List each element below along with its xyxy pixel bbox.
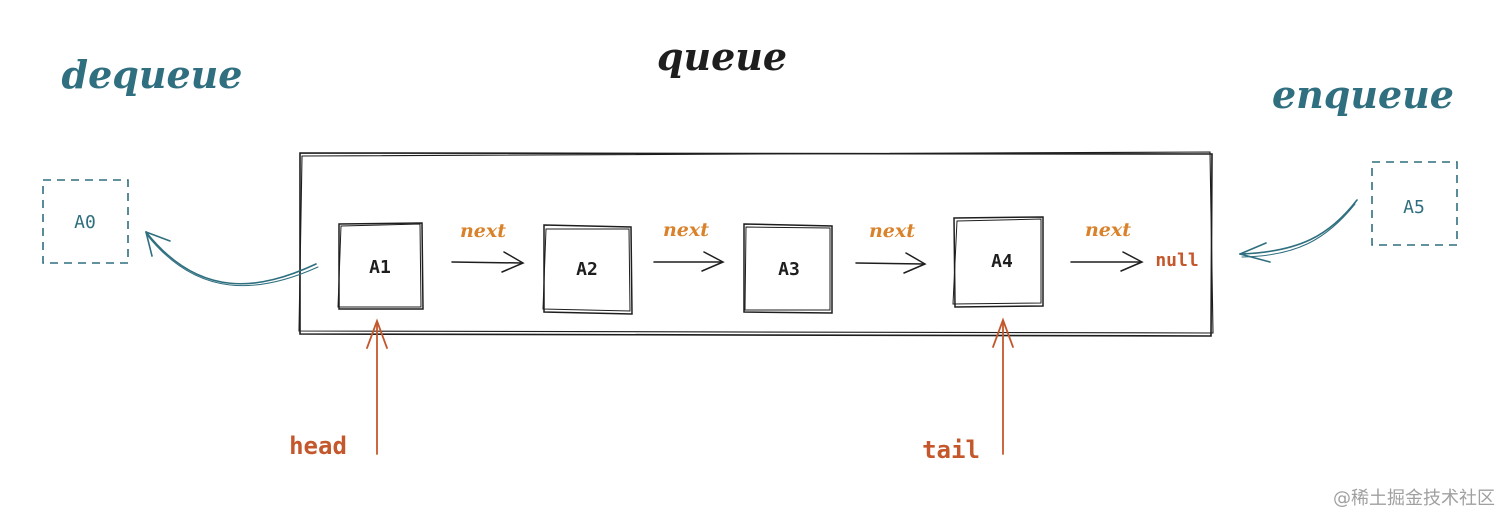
null-label: null: [1155, 250, 1198, 271]
node-a1-label: A1: [369, 257, 391, 278]
edge-label-4: next: [1085, 219, 1131, 241]
watermark: @稀土掘金技术社区: [1333, 488, 1495, 509]
dequeue-arrow: [145, 231, 319, 287]
head-pointer-arrow: [366, 318, 388, 455]
head-label: head: [289, 432, 347, 460]
dequeue-label: dequeue: [62, 52, 243, 97]
next-arrow-2: [653, 251, 725, 272]
edge-label-2: next: [663, 219, 709, 241]
queue-container: [298, 151, 1214, 337]
tail-label: tail: [922, 436, 980, 464]
node-a3: A3: [743, 223, 833, 314]
node-a4-label: A4: [991, 251, 1013, 272]
node-a4: A4: [952, 216, 1044, 308]
next-arrow-4: [1070, 251, 1144, 272]
node-a5-box: [1371, 161, 1458, 246]
edge-label-3: next: [869, 220, 915, 242]
node-a1: A1: [337, 222, 424, 310]
node-a2-label: A2: [576, 259, 598, 280]
next-arrow-3: [855, 252, 927, 274]
node-a0-label: A0: [74, 212, 96, 233]
tail-pointer-arrow: [992, 317, 1014, 455]
node-a2: A2: [542, 224, 633, 315]
enqueue-label: enqueue: [1272, 72, 1454, 117]
node-a5-label: A5: [1403, 197, 1425, 218]
enqueue-arrow: [1239, 199, 1358, 263]
next-arrow-1: [451, 251, 525, 273]
node-a3-label: A3: [778, 259, 800, 280]
diagram-title: queue: [657, 34, 787, 79]
node-a0-box: [42, 179, 129, 264]
edge-label-1: next: [460, 220, 506, 242]
